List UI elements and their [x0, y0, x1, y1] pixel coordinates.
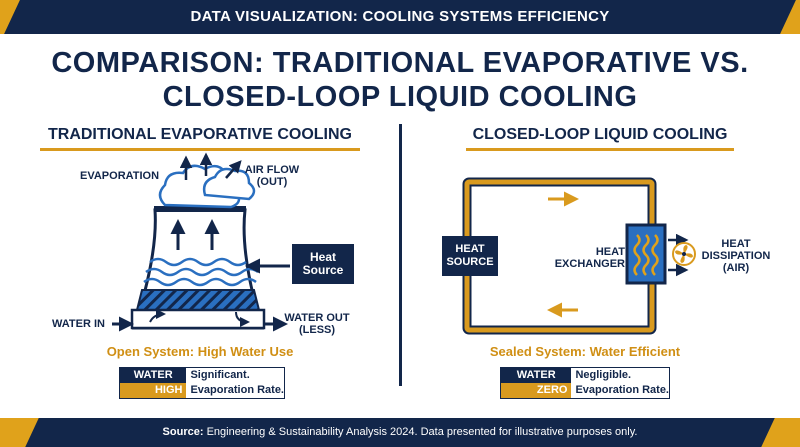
steam-clouds: [158, 164, 256, 209]
right-caption: Sealed System: Water Efficient: [489, 344, 681, 359]
heat-dissipation-label: HEAT DISSIPATION (AIR): [696, 238, 776, 274]
main-title-line-1: COMPARISON: TRADITIONAL EVAPORATIVE VS.: [51, 47, 749, 79]
footer-source: Source: Engineering & Sustainability Ana…: [0, 418, 800, 447]
left-water-loss-line-1: Significant.: [190, 369, 250, 381]
right-water-loss-line-1: Negligible.: [575, 369, 632, 381]
source-label: Source:: [162, 426, 204, 438]
main-title: COMPARISON: TRADITIONAL EVAPORATIVE VS. …: [0, 46, 800, 114]
heat-dissipation-label-line-3: (AIR): [722, 262, 750, 274]
right-water-loss-box: WATER LOSS: ZERO Negligible. Evaporation…: [500, 367, 670, 399]
footer-bar: Source: Engineering & Sustainability Ana…: [0, 418, 800, 447]
heat-source-left-line-1: Heat: [309, 250, 336, 264]
header-bar: DATA VISUALIZATION: COOLING SYSTEMS EFFI…: [0, 0, 800, 34]
heat-source-box-left: Heat Source: [292, 244, 354, 284]
fan-icon: [672, 242, 696, 266]
air-flow-label-line-2: (OUT): [256, 176, 288, 188]
left-water-loss-box: WATER LOSS: HIGH Significant. Evaporatio…: [119, 367, 285, 399]
evaporation-label: EVAPORATION: [80, 170, 160, 182]
water-waves: [143, 257, 259, 287]
heat-source-box-right: HEAT SOURCE: [442, 236, 498, 276]
air-flow-label-line-1: AIR FLOW: [244, 164, 300, 176]
left-water-loss-value: HIGH: [120, 383, 187, 398]
right-water-loss-line-2: Evaporation Rate.: [575, 384, 669, 396]
water-out-label-line-2: (LESS): [298, 324, 336, 336]
heat-exchanger-label-line-2: EXCHANGER: [554, 258, 625, 270]
main-title-line-2: CLOSED-LOOP LIQUID COOLING: [162, 81, 638, 113]
air-flow-label: AIR FLOW (OUT): [242, 164, 302, 188]
source-text: Engineering & Sustainability Analysis 20…: [206, 426, 638, 438]
water-out-label: WATER OUT (LESS): [282, 312, 352, 336]
left-water-loss-key: WATER LOSS:: [120, 368, 187, 396]
right-panel-title: CLOSED-LOOP LIQUID COOLING: [466, 124, 734, 151]
left-panel-title: TRADITIONAL EVAPORATIVE COOLING: [40, 124, 360, 151]
heat-dissipation-label-line-2: DISSIPATION: [701, 250, 771, 262]
heat-dissipation-label-line-1: HEAT: [721, 238, 751, 250]
heat-source-left-line-2: Source: [302, 263, 344, 277]
heat-source-right-line-2: SOURCE: [446, 256, 494, 268]
cooling-tower: [130, 206, 266, 330]
right-water-loss-key: WATER LOSS:: [501, 368, 572, 396]
panel-divider: [399, 124, 402, 386]
heat-waves: [633, 234, 659, 276]
water-out-label-line-1: WATER OUT: [284, 312, 350, 324]
heat-source-right-line-1: HEAT: [455, 243, 485, 255]
heat-exchanger-label-line-1: HEAT: [595, 246, 625, 258]
left-water-loss-line-2: Evaporation Rate.: [190, 384, 284, 396]
left-caption: Open System: High Water Use: [106, 344, 294, 359]
water-in-label: WATER IN: [52, 318, 105, 330]
heat-exchanger-label: HEAT EXCHANGER: [553, 246, 625, 270]
header-title: DATA VISUALIZATION: COOLING SYSTEMS EFFI…: [190, 8, 610, 25]
right-water-loss-value: ZERO: [501, 383, 572, 398]
